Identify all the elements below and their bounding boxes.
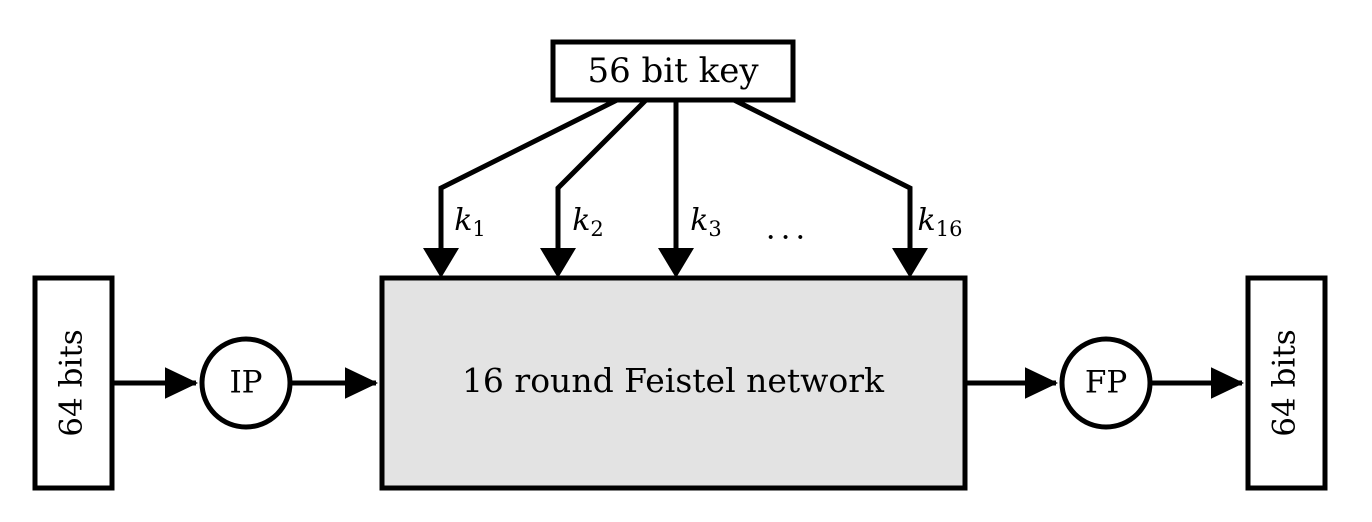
key-box: 56 bit key bbox=[550, 39, 796, 103]
initial-permutation-label: IP bbox=[229, 365, 262, 401]
final-permutation-node: FP bbox=[1059, 336, 1153, 430]
input-block-label: 64 bits bbox=[54, 329, 90, 436]
key-box-label: 56 bit key bbox=[587, 51, 759, 91]
input-block: 64 bits bbox=[32, 275, 115, 491]
arrowhead-k1 bbox=[423, 248, 459, 278]
subkey-wire-k1 bbox=[438, 97, 619, 272]
feistel-network-box: 16 round Feistel network bbox=[379, 275, 968, 491]
output-block: 64 bits bbox=[1245, 275, 1328, 491]
final-permutation-label: FP bbox=[1085, 365, 1127, 401]
arrowhead-k16 bbox=[892, 248, 928, 278]
initial-permutation-node: IP bbox=[199, 336, 293, 430]
subkey-label-k16: k16 bbox=[918, 203, 963, 241]
subkey-label-k3: k3 bbox=[690, 203, 722, 241]
subkey-wires bbox=[438, 97, 913, 272]
subkey-wire-k16 bbox=[732, 97, 913, 272]
arrowhead-k2 bbox=[540, 248, 576, 278]
subkey-arrowheads bbox=[423, 248, 928, 278]
subkey-labels: k1 k2 k3 k16 ... bbox=[454, 203, 962, 247]
arrowhead-k3 bbox=[658, 248, 694, 278]
output-block-label: 64 bits bbox=[1267, 329, 1303, 436]
subkey-ellipsis: ... bbox=[766, 211, 811, 247]
subkey-label-k2: k2 bbox=[572, 203, 604, 241]
feistel-network-label: 16 round Feistel network bbox=[462, 361, 885, 400]
subkey-wire-k2 bbox=[555, 98, 648, 272]
subkey-label-k1: k1 bbox=[454, 203, 486, 241]
